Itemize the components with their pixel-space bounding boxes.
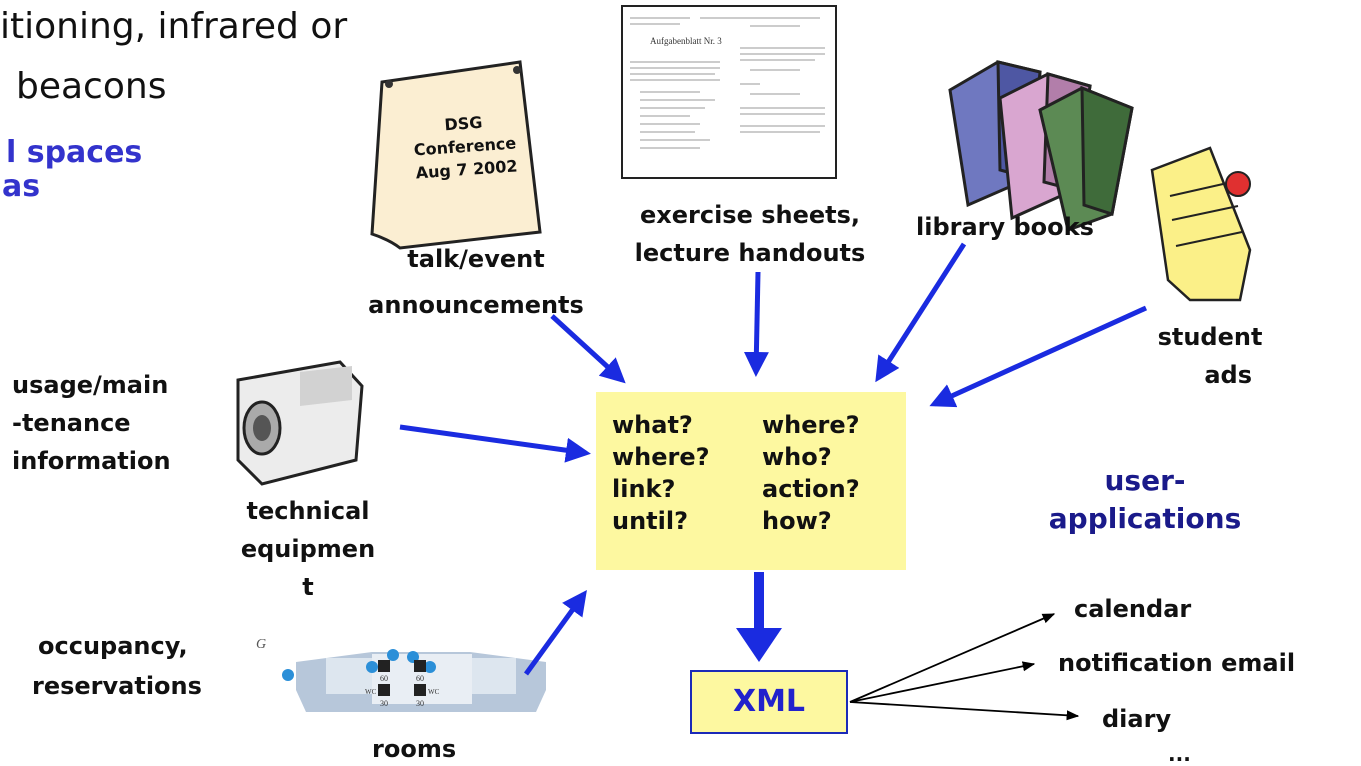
label-occupancy-reservations: occupancy, reservations bbox=[32, 626, 202, 706]
arrow-library bbox=[875, 242, 967, 383]
room-30-a: 30 bbox=[380, 699, 388, 708]
technical-line-1: technical bbox=[246, 497, 370, 525]
usage-line-3: information bbox=[12, 447, 171, 475]
heading-line-2: beacons bbox=[16, 66, 167, 107]
technical-line-3: t bbox=[302, 573, 314, 601]
label-student-ads: student ads bbox=[1130, 322, 1290, 390]
heading-line-3: l spaces bbox=[6, 135, 143, 170]
hub-left-2: where? bbox=[612, 443, 710, 471]
technical-line-2: equipmen bbox=[240, 535, 376, 563]
arrow-diary bbox=[849, 701, 1080, 721]
talk-line-2: announcements bbox=[368, 291, 584, 319]
hub-right-3: action? bbox=[762, 475, 860, 503]
input-arrows bbox=[399, 242, 1148, 676]
hub-right-1: where? bbox=[762, 411, 860, 439]
arrow-technical bbox=[399, 424, 591, 463]
usage-line-2: -tenance bbox=[12, 409, 131, 437]
occupancy-line-1: occupancy, bbox=[38, 632, 188, 660]
wc-label-b: WC bbox=[428, 688, 440, 696]
student-line-2: ads bbox=[1204, 361, 1252, 389]
hub-left-1: what? bbox=[612, 411, 693, 439]
heading-line-1: itioning, infrared or bbox=[0, 6, 348, 47]
library-books-image bbox=[948, 60, 1134, 232]
sheet-title: Aufgabenblatt Nr. 3 bbox=[650, 36, 722, 46]
arrow-talk bbox=[550, 314, 626, 384]
talk-line-1: talk/event bbox=[407, 245, 545, 273]
xml-box: XML bbox=[690, 670, 848, 734]
hub-left-4: until? bbox=[612, 507, 689, 535]
arrow-calendar bbox=[849, 613, 1056, 703]
wc-label-a: WC bbox=[365, 688, 377, 696]
label-usage-maintenance: usage/main -tenance information bbox=[12, 366, 171, 480]
hub-left-3: link? bbox=[612, 475, 676, 503]
hub-right-2: who? bbox=[762, 443, 832, 471]
arrow-student bbox=[929, 305, 1148, 408]
arrow-notification bbox=[849, 661, 1036, 703]
arrow-to-xml bbox=[736, 572, 782, 662]
usage-line-1: usage/main bbox=[12, 371, 169, 399]
label-exercise-sheets: exercise sheets, lecture handouts bbox=[600, 200, 900, 268]
floor-plan-g-label: G bbox=[256, 637, 266, 652]
arrow-exercise bbox=[743, 271, 769, 377]
metadata-hub-box: what? where? link? until? where? who? ac… bbox=[596, 392, 906, 570]
heading-line-4: as bbox=[2, 169, 41, 204]
floor-plan-image: G 60 60 30 30 WC WC bbox=[256, 637, 546, 712]
label-library-books: library books bbox=[916, 213, 1094, 241]
app-calendar: calendar bbox=[1074, 595, 1192, 623]
app-notification-email: notification email bbox=[1058, 649, 1296, 677]
room-60-a: 60 bbox=[380, 674, 388, 683]
app-diary: diary bbox=[1102, 705, 1172, 733]
room-30-b: 30 bbox=[416, 699, 424, 708]
app-more: ... bbox=[1168, 742, 1191, 766]
output-arrows bbox=[849, 613, 1080, 721]
label-rooms: rooms bbox=[372, 735, 457, 763]
label-talk-announcements: talk/event announcements bbox=[336, 244, 616, 320]
room-60-b: 60 bbox=[416, 674, 424, 683]
apps-heading-line-1: user- bbox=[1104, 464, 1186, 497]
apps-heading-line-2: applications bbox=[1048, 502, 1242, 535]
exercise-line-2: lecture handouts bbox=[634, 239, 866, 267]
arrow-rooms bbox=[523, 589, 587, 676]
label-technical-equipment: technical equipmen t bbox=[228, 492, 388, 606]
hub-right-4: how? bbox=[762, 507, 832, 535]
exercise-sheet-image: Aufgabenblatt Nr. 3 bbox=[621, 5, 837, 179]
sticky-note bbox=[370, 60, 542, 250]
student-ads-image bbox=[1150, 146, 1252, 302]
projector-image bbox=[236, 360, 364, 486]
student-line-1: student bbox=[1157, 323, 1263, 351]
occupancy-line-2: reservations bbox=[32, 672, 202, 700]
sticky-note-text: DSG Conference Aug 7 2002 bbox=[398, 108, 532, 186]
user-applications-heading: user- applications bbox=[1010, 462, 1280, 538]
exercise-line-1: exercise sheets, bbox=[639, 201, 861, 229]
